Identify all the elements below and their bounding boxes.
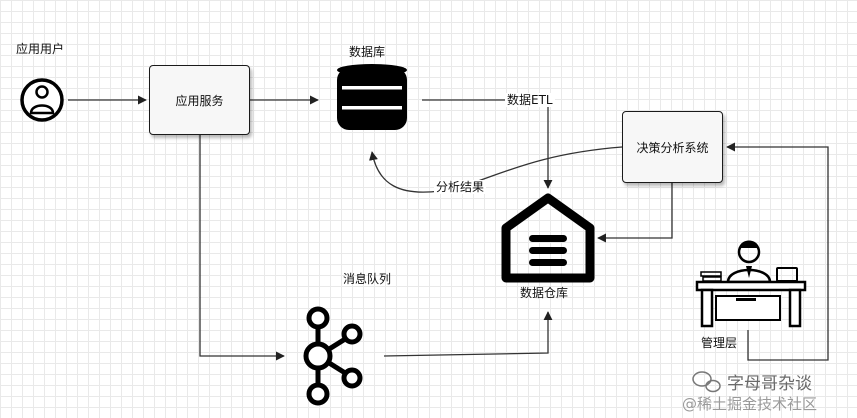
app-service-label: 应用服务 [175,93,224,108]
watermark-title: 字母哥杂谈 [727,374,812,394]
database-icon [337,64,407,130]
edge-app-to-queue [199,135,285,361]
watermark-subtitle: @稀土掘金技术社区 [682,395,818,413]
decision-system-label: 决策分析系统 [636,140,709,155]
kafka-icon [303,306,363,406]
edge-label-data-etl: 数据ETL [505,93,555,107]
edge-decision-to-db [369,146,623,193]
edge-label-analysis-result: 分析结果 [434,180,487,194]
warehouse-icon [501,193,595,283]
user-icon [20,78,64,122]
manager-icon [695,240,807,328]
edge-management-to-decision [726,142,829,361]
edge-db-to-warehouse [422,99,553,189]
database-label: 数据库 [349,45,386,59]
app-service-node[interactable]: 应用服务 [149,65,250,135]
edge-decision-to-warehouse [597,183,673,243]
wechat-icon [692,371,721,393]
management-label: 管理层 [701,336,738,350]
edge-queue-to-warehouse [383,311,553,357]
message-queue-label: 消息队列 [343,272,392,286]
user-label: 应用用户 [16,42,65,56]
decision-system-node[interactable]: 决策分析系统 [622,111,723,183]
data-warehouse-label: 数据仓库 [520,286,569,300]
